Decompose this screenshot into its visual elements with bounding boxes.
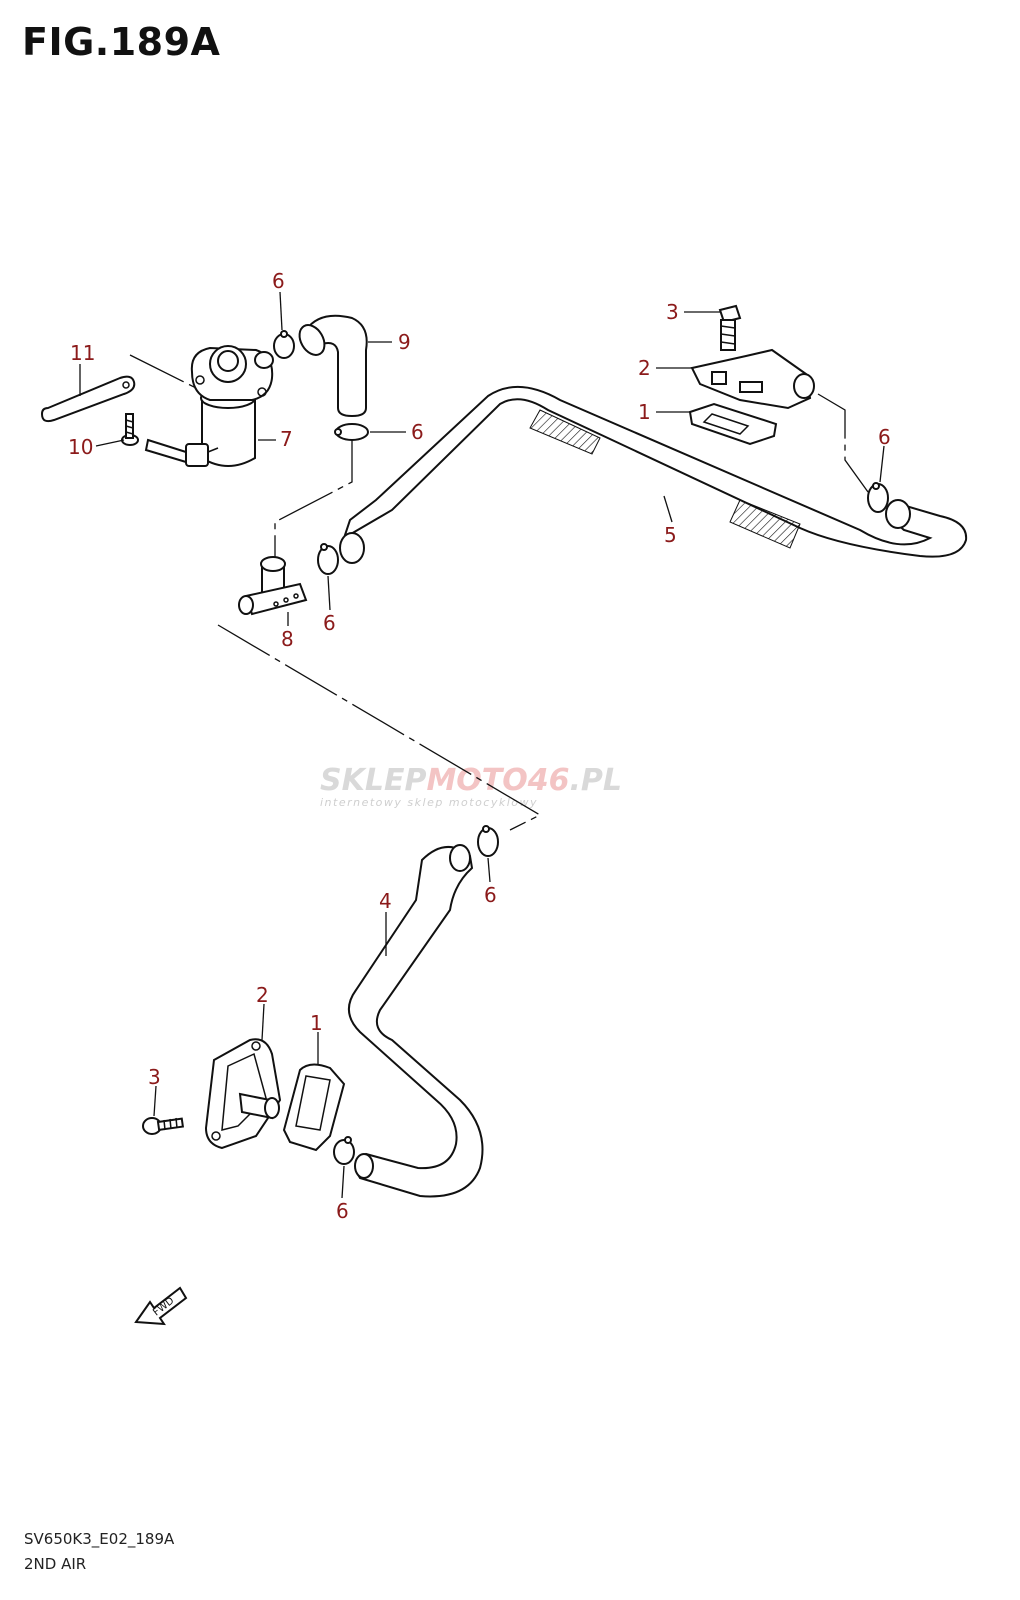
watermark: SKLEPMOTO46.PL internetowy sklep motocyk… bbox=[320, 763, 622, 809]
assembly-lines bbox=[129, 354, 869, 831]
gasket-part-1-top bbox=[688, 402, 778, 446]
screw-part-10 bbox=[121, 413, 139, 446]
reed-cover-part-2-top bbox=[690, 348, 815, 410]
callout-2-top: 2 bbox=[638, 356, 651, 380]
hose-part-9 bbox=[298, 314, 368, 418]
hose-part-4 bbox=[348, 844, 484, 1198]
callout-10: 10 bbox=[68, 435, 93, 459]
callout-1-bottom: 1 bbox=[310, 1011, 323, 1035]
solenoid-valve-part-7 bbox=[144, 345, 274, 467]
callout-8: 8 bbox=[281, 627, 294, 651]
callout-6-a: 6 bbox=[272, 269, 285, 293]
callout-1-top: 1 bbox=[638, 400, 651, 424]
clamp-part-6-a bbox=[273, 330, 295, 359]
footer-diagram-code: SV650K3_E02_189A bbox=[24, 1530, 175, 1548]
figure-title: FIG.189A bbox=[22, 20, 221, 64]
clamp-part-6-e bbox=[477, 825, 499, 857]
callout-6-d: 6 bbox=[878, 425, 891, 449]
svg-text:internetowy sklep motocyklowy: internetowy sklep motocyklowy bbox=[320, 796, 538, 809]
clamp-part-6-b bbox=[334, 423, 369, 441]
gasket-part-1-bottom bbox=[282, 1063, 346, 1152]
callout-9: 9 bbox=[398, 330, 411, 354]
svg-text:SKLEPMOTO46.PL: SKLEPMOTO46.PL bbox=[320, 763, 622, 798]
callout-2-bottom: 2 bbox=[256, 983, 269, 1007]
callout-5: 5 bbox=[664, 523, 677, 547]
callout-7: 7 bbox=[280, 427, 293, 451]
footer-diagram-name: 2ND AIR bbox=[24, 1555, 87, 1573]
clamp-part-6-c bbox=[317, 543, 339, 575]
callout-3-top: 3 bbox=[666, 300, 679, 324]
leader-lines bbox=[79, 291, 885, 1199]
clamp-part-6-f bbox=[333, 1136, 355, 1165]
bolt-part-3-top bbox=[718, 304, 742, 351]
callout-11: 11 bbox=[70, 341, 95, 365]
bracket-part-11 bbox=[40, 375, 136, 423]
hose-part-5 bbox=[339, 385, 968, 564]
bolt-part-3-bottom bbox=[142, 1117, 185, 1135]
joint-part-8 bbox=[238, 556, 308, 616]
callout-6-c: 6 bbox=[323, 611, 336, 635]
callout-4: 4 bbox=[379, 889, 392, 913]
forward-arrow-icon: FWD bbox=[134, 1286, 188, 1326]
reed-cover-part-2-bottom bbox=[204, 1038, 282, 1150]
callout-3-bottom: 3 bbox=[148, 1065, 161, 1089]
callout-6-b: 6 bbox=[411, 420, 424, 444]
callouts: 6 9 6 11 10 7 8 6 5 3 2 1 6 6 4 2 1 3 6 bbox=[68, 269, 891, 1223]
callout-6-f: 6 bbox=[336, 1199, 349, 1223]
clamp-part-6-d bbox=[867, 482, 889, 513]
callout-6-e: 6 bbox=[484, 883, 497, 907]
